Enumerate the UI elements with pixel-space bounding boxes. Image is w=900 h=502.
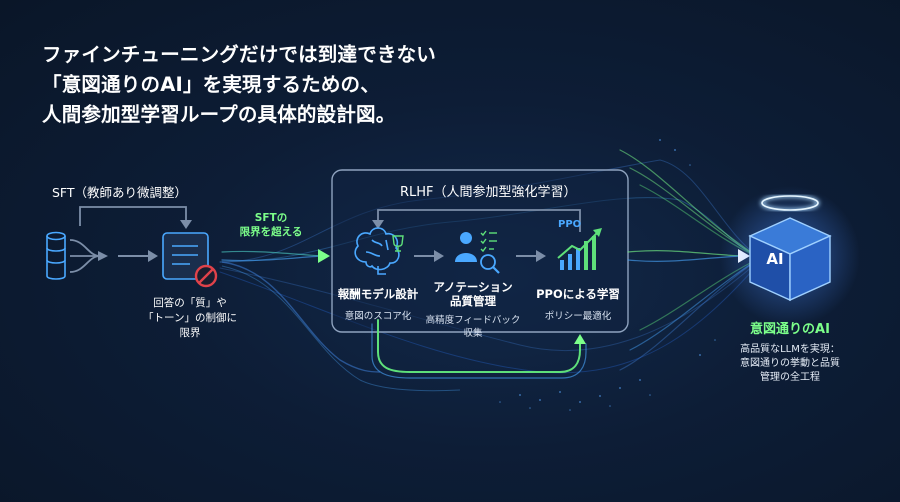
step-reward-model: 報酬モデル設計 意図のスコア化 (330, 286, 426, 322)
ppo-chart-icon (557, 228, 602, 270)
step-annotation-title-2: 品質管理 (450, 294, 496, 308)
rlhf-heading: RLHF（人間参加型強化学習） (400, 185, 577, 200)
result-desc-line-2: 意図通りの挙動と品質 (740, 358, 840, 369)
sft-limit-line-1: 回答の「質」や (153, 297, 227, 309)
result-desc-line-3: 管理の全工程 (760, 372, 820, 383)
sft-beyond-line-1: SFTの (254, 212, 288, 224)
title-line-1: ファインチューニングだけでは到達できない (42, 43, 437, 66)
result-desc: 高品質なLLMを実現： 意図通りの挙動と品質 管理の全工程 (720, 343, 860, 385)
result-desc-line-1: 高品質なLLMを実現： (740, 344, 840, 355)
merge-arrows (69, 239, 101, 273)
database-icon (46, 231, 66, 280)
step-annotation-title-1: アノテーション (433, 280, 513, 294)
trophy-icon (392, 235, 404, 252)
annotator-icon (455, 230, 500, 274)
title-line-2: 「意図通りのAI」を実現するための、 (42, 73, 380, 96)
halo-icon (760, 194, 820, 212)
step-annotation: アノテーション 品質管理 高精度フィードバック収集 (418, 280, 528, 340)
sft-loop-arrow (79, 206, 187, 226)
brain-icon (354, 227, 400, 275)
ppo-icon-label: PPO (558, 219, 582, 230)
title-line-3: 人間参加型学習ループの具体的設計図。 (42, 103, 396, 126)
document-icon (162, 232, 209, 280)
sft-limit-line-3: 限界 (179, 327, 201, 339)
step-reward-title: 報酬モデル設計 (337, 287, 419, 301)
decor-particles (499, 139, 716, 411)
sft-heading: SFT（教師あり微調整） (52, 185, 188, 200)
step-reward-desc: 意図のスコア化 (344, 311, 412, 322)
sft-beyond-label: SFTの 限界を超える (236, 211, 306, 239)
rlhf-loop-line (371, 319, 587, 379)
rlhf-feedback-arrow (377, 209, 581, 232)
sft-limit-line-2: 「トーン」の制御に (143, 312, 237, 324)
sft-beyond-line-2: 限界を超える (239, 226, 303, 238)
result-title: 意図通りのAI (750, 322, 830, 337)
step-ppo-title: PPOによる学習 (536, 287, 620, 301)
cube-ai-text: AI (766, 250, 784, 268)
sft-limit-text: 回答の「質」や 「トーン」の制御に 限界 (130, 296, 250, 341)
step-ppo-desc: ポリシー最適化 (544, 311, 612, 322)
step-ppo: PPOによる学習 ポリシー最適化 (526, 286, 630, 322)
step-annotation-desc: 高精度フィードバック収集 (425, 315, 521, 339)
main-flow-line (220, 250, 324, 262)
ai-cube-icon (748, 217, 832, 302)
prohibited-icon (194, 264, 218, 288)
